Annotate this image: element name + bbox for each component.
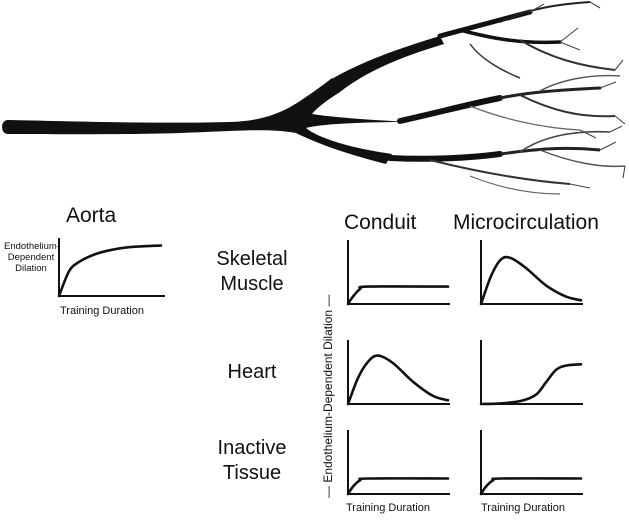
aorta-trunk: [2, 78, 410, 164]
aorta-curve: [57, 244, 163, 298]
vessel-tree-illustration: [2, 1, 626, 195]
column-header-conduit: Conduit: [344, 211, 417, 234]
inactive-tissue-conduit-curve: [346, 477, 450, 496]
panel-inactive-tissue-microcirculation: [479, 430, 583, 496]
skeletal-muscle-microcirculation-curve: [479, 255, 583, 306]
aorta-title: Aorta: [66, 204, 117, 227]
x-axis-label-conduit: Training Duration: [346, 502, 430, 514]
panel-inactive-tissue-conduit: [346, 430, 450, 496]
aorta-chart: [57, 238, 165, 298]
skeletal-muscle-conduit-curve: [346, 285, 450, 306]
x-axis-label-microcirculation: Training Duration: [481, 502, 565, 514]
inactive-tissue-microcirculation-curve: [479, 477, 583, 496]
panel-skeletal-muscle-microcirculation: [479, 240, 583, 306]
row-label-heart: Heart: [227, 361, 277, 383]
aorta-x-axis-label: Training Duration: [60, 305, 144, 317]
column-header-microcirculation: Microcirculation: [453, 211, 599, 234]
panel-heart-conduit: [346, 340, 450, 406]
row-label-skeletal-muscle: Skeletal Muscle: [216, 248, 288, 295]
row-label-inactive-tissue: Inactive Tissue: [217, 437, 287, 484]
panel-skeletal-muscle-conduit: [346, 240, 450, 306]
aorta-y-axis-label: Endothelium- Dependent Dilation: [4, 241, 60, 274]
panel-heart-microcirculation: [479, 340, 583, 406]
heart-conduit-curve: [346, 354, 450, 406]
shared-y-axis-label: — Endothelium-Dependent Dilation —: [321, 294, 335, 498]
heart-microcirculation-curve: [479, 363, 583, 406]
